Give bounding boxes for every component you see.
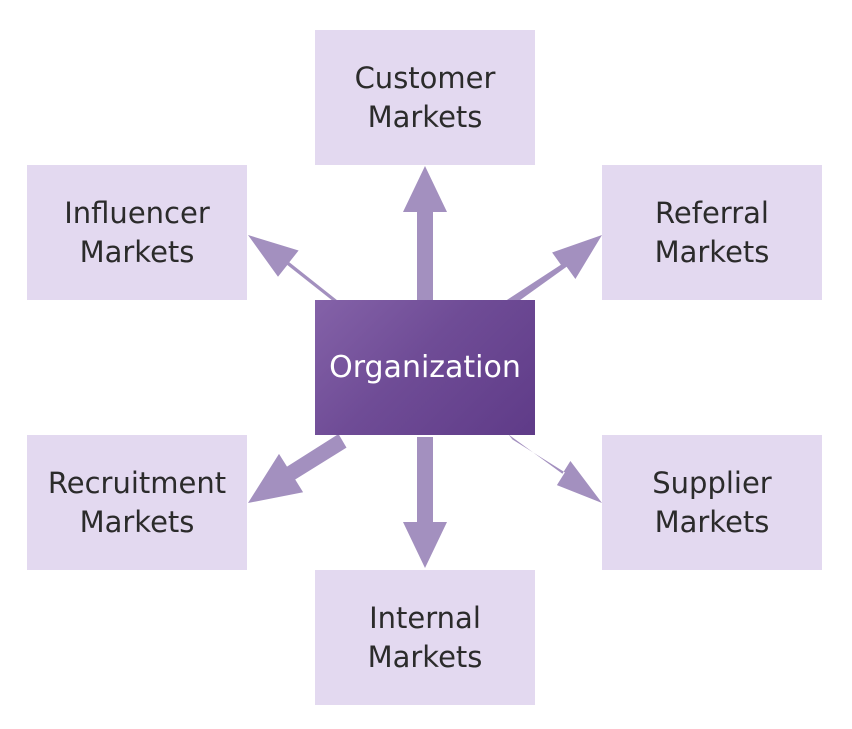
influencer-markets-line2: Markets	[79, 234, 195, 269]
internal-markets-line1: Internal	[369, 600, 481, 635]
arrow-to-referral	[505, 235, 602, 305]
referral-markets-box: Referral Markets	[602, 165, 822, 300]
arrow-to-recruitment	[248, 434, 347, 503]
internal-markets-box: Internal Markets	[315, 570, 535, 705]
arrow-to-internal	[403, 437, 447, 568]
organization-label: Organization	[329, 349, 521, 385]
supplier-markets-box: Supplier Markets	[602, 435, 822, 570]
supplier-markets-line1: Supplier	[652, 465, 772, 500]
customer-markets-box: Customer Markets	[315, 30, 535, 165]
supplier-markets-line2: Markets	[654, 504, 770, 539]
influencer-markets-box: Influencer Markets	[27, 165, 247, 300]
customer-markets-line2: Markets	[367, 99, 483, 134]
referral-markets-line1: Referral	[655, 195, 769, 230]
influencer-markets-line1: Influencer	[64, 195, 210, 230]
arrow-to-supplier	[508, 434, 602, 503]
organization-box: Organization	[315, 300, 535, 435]
customer-markets-line1: Customer	[354, 60, 496, 95]
recruitment-markets-box: Recruitment Markets	[27, 435, 247, 570]
recruitment-markets-line2: Markets	[79, 504, 195, 539]
arrow-to-influencer	[248, 235, 344, 306]
recruitment-markets-line1: Recruitment	[47, 465, 227, 500]
internal-markets-line2: Markets	[367, 639, 483, 674]
referral-markets-line2: Markets	[654, 234, 770, 269]
arrow-to-customer	[403, 166, 447, 300]
